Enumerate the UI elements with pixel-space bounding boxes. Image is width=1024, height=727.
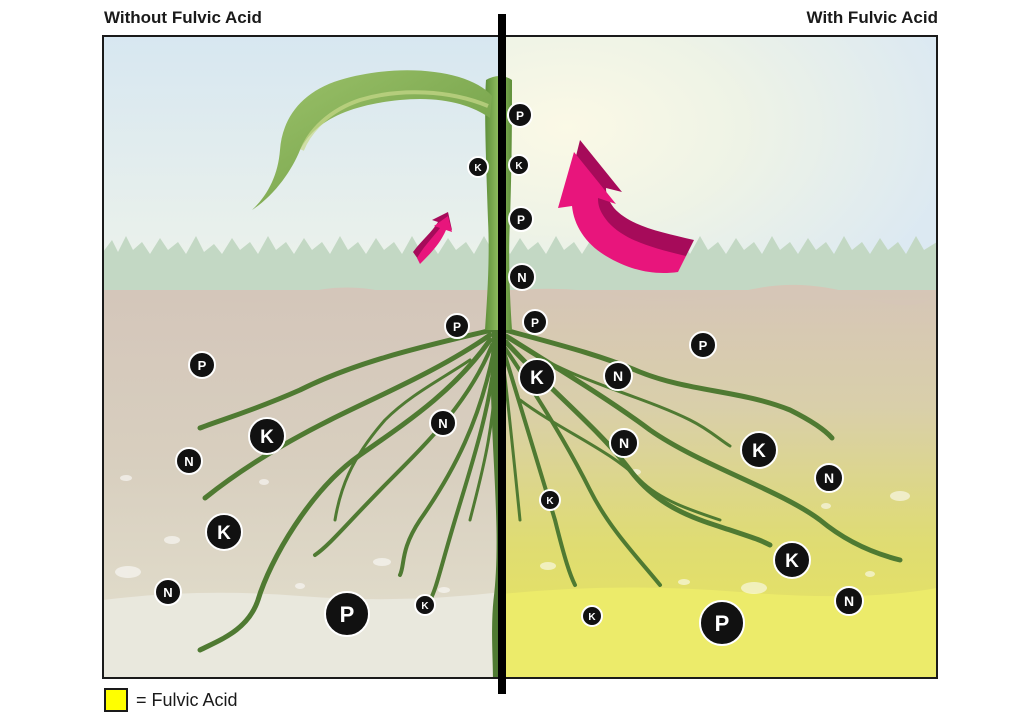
svg-text:P: P xyxy=(340,602,355,627)
svg-text:K: K xyxy=(515,161,523,172)
nutrient-n: N xyxy=(508,263,536,291)
legend-swatch-fulvic-acid xyxy=(104,688,128,712)
nutrient-k: K xyxy=(518,358,556,396)
svg-text:N: N xyxy=(184,454,193,469)
nutrient-k: K xyxy=(248,417,286,455)
svg-text:K: K xyxy=(421,601,429,612)
nutrient-p: P xyxy=(522,309,548,335)
svg-text:N: N xyxy=(844,593,854,609)
svg-text:P: P xyxy=(516,109,524,123)
heading-without-fulvic-acid: Without Fulvic Acid xyxy=(104,8,262,27)
svg-text:P: P xyxy=(715,611,730,636)
svg-text:K: K xyxy=(217,523,231,544)
svg-text:N: N xyxy=(163,585,172,600)
nutrient-n: N xyxy=(175,447,203,475)
nutrient-k: K xyxy=(539,489,561,511)
nutrient-p: P xyxy=(188,351,216,379)
svg-text:K: K xyxy=(474,163,482,174)
nutrient-k: K xyxy=(414,594,436,616)
legend: = Fulvic Acid xyxy=(104,688,238,712)
svg-text:K: K xyxy=(530,368,544,389)
diagram-frame xyxy=(102,35,938,679)
svg-text:K: K xyxy=(588,612,596,623)
svg-text:N: N xyxy=(619,435,629,451)
svg-text:P: P xyxy=(453,320,461,334)
nutrient-p: P xyxy=(444,313,470,339)
nutrient-n: N xyxy=(154,578,182,606)
nutrient-k: K xyxy=(740,431,778,469)
nutrient-p: P xyxy=(508,206,534,232)
nutrient-n: N xyxy=(429,409,457,437)
uptake-arrow-small xyxy=(413,212,452,264)
svg-text:P: P xyxy=(531,316,539,330)
svg-text:N: N xyxy=(824,470,834,486)
svg-text:N: N xyxy=(438,416,447,431)
svg-text:N: N xyxy=(613,368,623,384)
uptake-arrow-large xyxy=(558,140,694,274)
nutrient-n: N xyxy=(603,361,633,391)
svg-text:P: P xyxy=(517,213,525,227)
svg-text:K: K xyxy=(785,551,799,572)
nutrient-n: N xyxy=(609,428,639,458)
center-divider xyxy=(498,14,506,694)
nutrient-k: K xyxy=(467,156,489,178)
nutrient-k: K xyxy=(205,513,243,551)
nutrient-n: N xyxy=(814,463,844,493)
legend-label: = Fulvic Acid xyxy=(136,689,238,710)
svg-text:N: N xyxy=(517,270,526,285)
nutrient-p: P xyxy=(324,591,370,637)
svg-text:K: K xyxy=(546,496,554,507)
svg-text:P: P xyxy=(699,338,708,353)
nutrient-k: K xyxy=(773,541,811,579)
heading-with-fulvic-acid: With Fulvic Acid xyxy=(806,8,938,27)
svg-text:P: P xyxy=(198,358,207,373)
plant-leaf xyxy=(252,70,492,210)
nutrient-n: N xyxy=(834,586,864,616)
nutrient-p: P xyxy=(507,102,533,128)
plant-roots xyxy=(197,320,903,678)
svg-text:K: K xyxy=(260,427,274,448)
nutrient-p: P xyxy=(699,600,745,646)
nutrient-k: K xyxy=(581,605,603,627)
nutrient-k: K xyxy=(508,154,530,176)
nutrient-p: P xyxy=(689,331,717,359)
svg-text:K: K xyxy=(752,441,766,462)
